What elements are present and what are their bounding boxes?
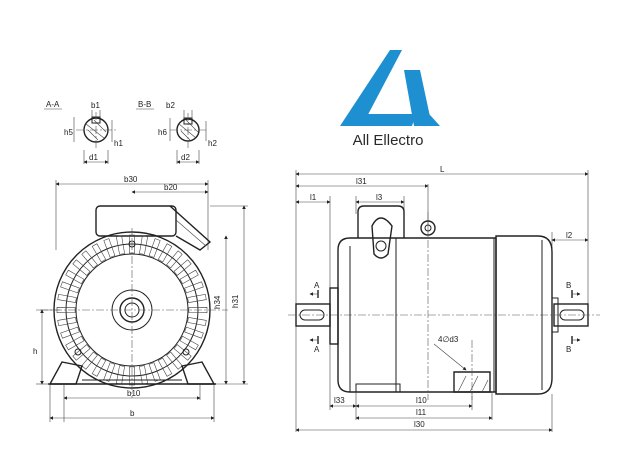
section-mark-a-bottom: A bbox=[314, 345, 320, 354]
dim-b10: b10 bbox=[127, 389, 141, 398]
dim-l31: l31 bbox=[356, 177, 367, 186]
dim-h5: h5 bbox=[64, 128, 73, 137]
dim-l11: l11 bbox=[416, 408, 427, 417]
dim-l10: l10 bbox=[416, 396, 427, 405]
dim-h34: h34 bbox=[213, 295, 222, 309]
cooling-fin bbox=[60, 326, 80, 339]
cooling-fin bbox=[65, 269, 85, 285]
cooling-fin bbox=[179, 269, 199, 285]
dim-L: L bbox=[440, 165, 445, 174]
cooling-fin bbox=[184, 326, 204, 339]
section-bb: B-B b2 h6 h2 d2 bbox=[136, 100, 217, 164]
dim-b2: b2 bbox=[166, 101, 175, 110]
cooling-fin bbox=[103, 238, 116, 258]
cooling-fin bbox=[187, 293, 207, 303]
dim-b20: b20 bbox=[164, 183, 178, 192]
dim-d3: 4∅d3 bbox=[438, 335, 459, 344]
dim-l2: l2 bbox=[566, 231, 573, 240]
dim-l3: l3 bbox=[376, 193, 383, 202]
cooling-fin bbox=[166, 351, 183, 370]
cooling-fin bbox=[173, 259, 192, 276]
cooling-fin bbox=[173, 344, 192, 361]
front-view: b30 b20 h34 h31 bbox=[33, 175, 248, 422]
section-aa: A-A b1 h5 h1 d1 bbox=[44, 100, 123, 164]
cooling-fin bbox=[57, 293, 77, 303]
brand-logo bbox=[340, 50, 440, 126]
cooling-fin bbox=[56, 306, 76, 314]
side-view: L l31 l1 l3 l2 bbox=[288, 165, 600, 432]
cooling-fin bbox=[91, 357, 107, 377]
cooling-fin bbox=[148, 238, 161, 258]
cooling-fins bbox=[56, 234, 208, 386]
dim-d2: d2 bbox=[181, 153, 190, 162]
cooling-fin bbox=[139, 235, 149, 255]
cooling-fin bbox=[179, 335, 199, 351]
cooling-fin bbox=[115, 235, 125, 255]
cooling-fin bbox=[60, 281, 80, 294]
dim-d1: d1 bbox=[89, 153, 98, 162]
cooling-fin bbox=[157, 243, 173, 263]
dim-h1: h1 bbox=[114, 139, 123, 148]
dim-h2: h2 bbox=[208, 139, 217, 148]
dim-l33: l33 bbox=[334, 396, 345, 405]
section-mark-a-top: A bbox=[314, 281, 320, 290]
section-mark-b-top: B bbox=[566, 281, 571, 290]
section-bb-title: B-B bbox=[138, 100, 151, 109]
cooling-fin bbox=[128, 234, 136, 254]
cooling-fin bbox=[57, 317, 77, 327]
section-aa-title: A-A bbox=[46, 100, 60, 109]
dim-b30: b30 bbox=[124, 175, 138, 184]
cooling-fin bbox=[188, 306, 208, 314]
cooling-fin bbox=[72, 259, 91, 276]
cooling-fin bbox=[65, 335, 85, 351]
dim-l30: l30 bbox=[414, 420, 425, 429]
cooling-fin bbox=[157, 357, 173, 377]
cooling-fin bbox=[72, 344, 91, 361]
dim-h6: h6 bbox=[158, 128, 167, 137]
section-mark-b-bottom: B bbox=[566, 345, 571, 354]
dim-h31: h31 bbox=[231, 294, 240, 308]
dim-h: h bbox=[33, 347, 37, 356]
brand-name: All Ellectro bbox=[352, 132, 424, 149]
cooling-fin bbox=[128, 366, 136, 386]
dim-b1: b1 bbox=[91, 101, 100, 110]
cooling-fin bbox=[148, 362, 161, 382]
cooling-fin bbox=[91, 243, 107, 263]
cooling-fin bbox=[187, 317, 207, 327]
cooling-fin bbox=[81, 250, 98, 269]
dim-l1: l1 bbox=[310, 193, 317, 202]
cooling-fin bbox=[166, 250, 183, 269]
cooling-fin bbox=[184, 281, 204, 294]
dim-b: b bbox=[130, 409, 135, 418]
